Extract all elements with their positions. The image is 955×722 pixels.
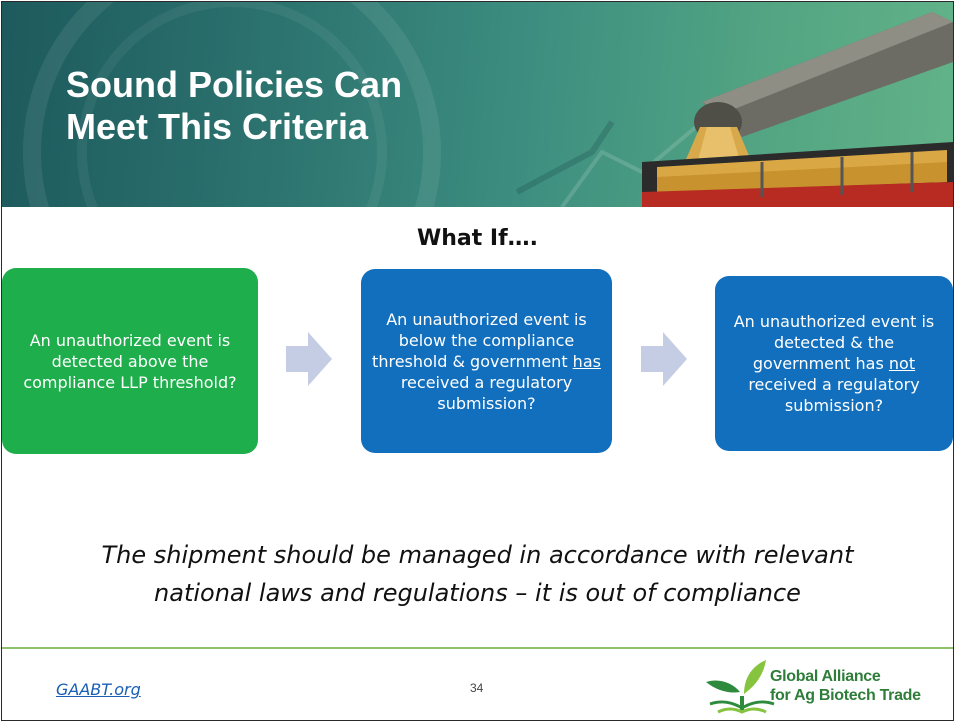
- scenario-text-3-underlined: not: [888, 354, 916, 373]
- conclusion-text: The shipment should be managed in accord…: [40, 536, 915, 612]
- conclusion-line-1: The shipment should be managed in accord…: [101, 541, 854, 569]
- sprout-icon: [706, 660, 775, 714]
- scenario-text-3-before: An unauthorized event is detected & the …: [733, 312, 935, 373]
- scenario-text-2-after: received a regulatory submission?: [400, 372, 573, 413]
- gaabt-link[interactable]: GAABT.org: [56, 680, 141, 699]
- page-number: 34: [470, 681, 484, 695]
- scenario-box-2: An unauthorized event is below the compl…: [361, 269, 612, 453]
- scenario-text-3-after: received a regulatory submission?: [748, 375, 920, 415]
- header-banner: Sound Policies Can Meet This Criteria: [2, 2, 953, 207]
- scenario-text-2-underlined: has: [572, 351, 601, 371]
- scenario-box-1: An unauthorized event is detected above …: [2, 268, 258, 454]
- scenario-text-2: An unauthorized event is below the compl…: [371, 309, 602, 414]
- scenario-box-3: An unauthorized event is detected & the …: [715, 276, 953, 451]
- subtitle: What If….: [416, 226, 539, 251]
- title-line-2: Meet This Criteria: [66, 106, 369, 147]
- conclusion-line-2: national laws and regulations – it is ou…: [154, 579, 801, 607]
- scenario-text-2-before: An unauthorized event is below the compl…: [372, 309, 587, 371]
- slide-title: Sound Policies Can Meet This Criteria: [66, 64, 546, 148]
- footer-divider: [2, 647, 953, 649]
- scenario-text-1: An unauthorized event is detected above …: [23, 330, 237, 392]
- logo-text: Global Alliance for Ag Biotech Trade: [770, 667, 921, 705]
- grain-truck-image: [23, 2, 953, 207]
- right-arrow-icon: [641, 332, 687, 386]
- scenario-text-3: An unauthorized event is detected & the …: [725, 311, 943, 416]
- right-arrow-icon: [286, 332, 332, 386]
- logo-line-2: for Ag Biotech Trade: [770, 687, 921, 704]
- title-line-1: Sound Policies Can: [66, 64, 403, 105]
- logo-line-1: Global Alliance: [770, 668, 881, 685]
